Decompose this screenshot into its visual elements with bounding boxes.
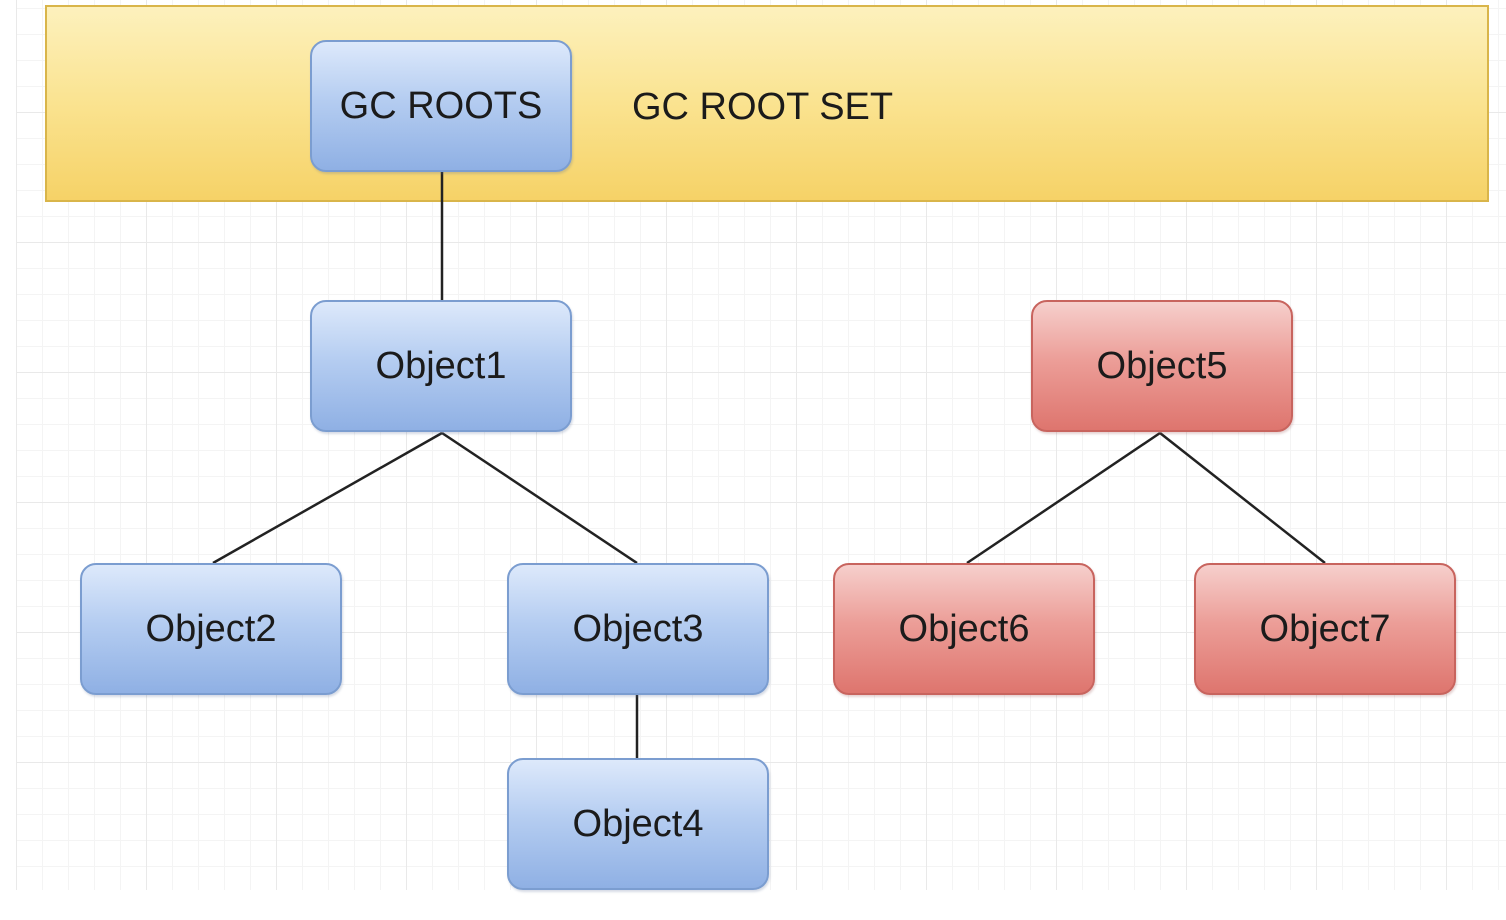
- gc-root-set-region: [45, 5, 1489, 202]
- node-object5[interactable]: Object5: [1031, 300, 1293, 432]
- edge-object5-object6: [966, 431, 1161, 565]
- node-object3[interactable]: Object3: [507, 563, 769, 695]
- edge-object1-object3: [441, 431, 638, 565]
- node-object7[interactable]: Object7: [1194, 563, 1456, 695]
- node-object1[interactable]: Object1: [310, 300, 572, 432]
- node-object4[interactable]: Object4: [507, 758, 769, 890]
- edge-object5-object7: [1159, 432, 1326, 564]
- edge-object1-object2: [212, 431, 443, 565]
- node-object6[interactable]: Object6: [833, 563, 1095, 695]
- node-gc-roots[interactable]: GC ROOTS: [310, 40, 572, 172]
- gc-root-set-label: GC ROOT SET: [632, 86, 894, 128]
- node-object2[interactable]: Object2: [80, 563, 342, 695]
